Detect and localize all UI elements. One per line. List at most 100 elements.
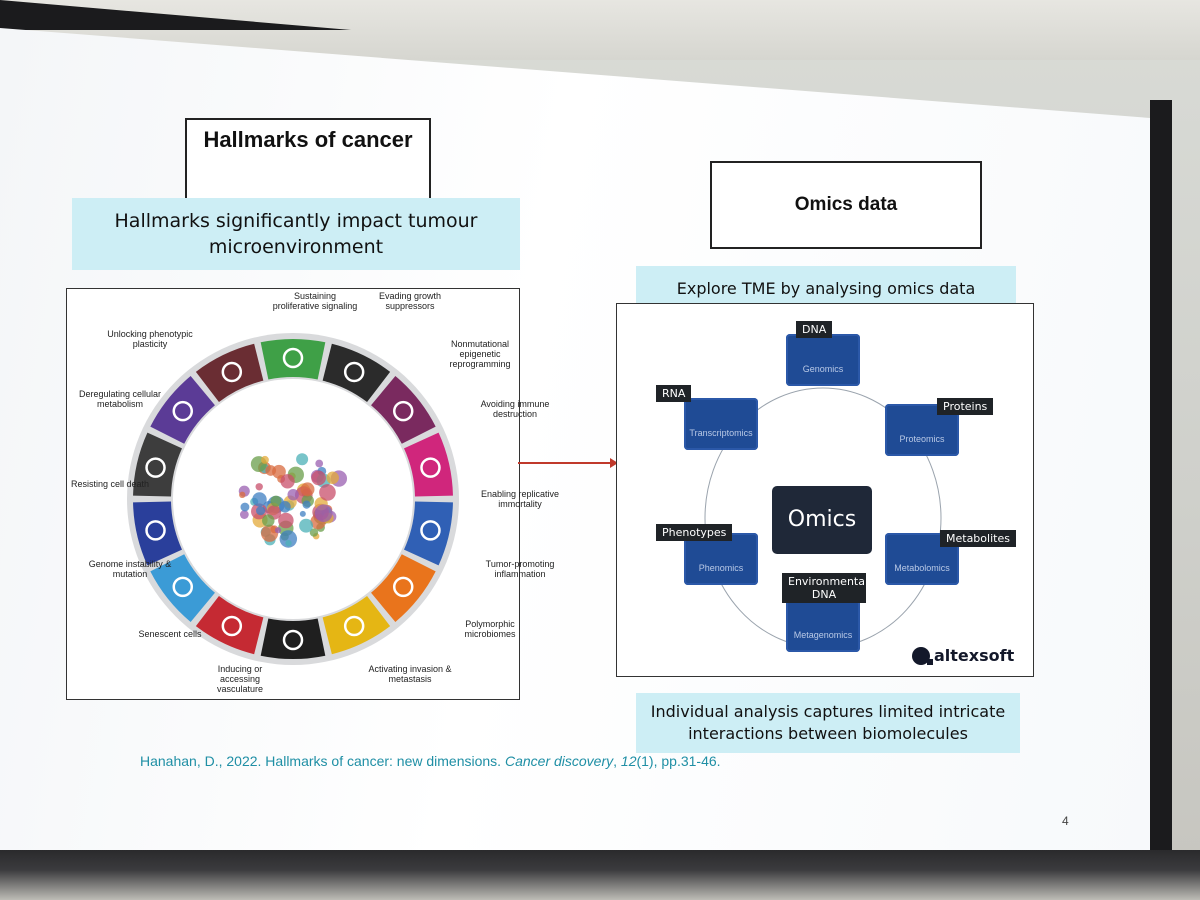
- tumour-cell: [256, 506, 266, 516]
- hallmark-label: Avoiding immune destruction: [480, 399, 550, 419]
- monitor-bezel-right: [1150, 100, 1172, 860]
- hallmarks-wheel: →→→→→→→→→→→→→→: [127, 333, 459, 665]
- node-metabolomics-label: Metabolomics: [894, 563, 950, 573]
- node-metagenomics-label: Metagenomics: [793, 630, 853, 640]
- tag-proteins: Proteins: [937, 398, 994, 415]
- tumour-cell: [239, 491, 246, 499]
- hallmark-icon: [221, 615, 243, 637]
- tumour-cell: [239, 510, 249, 519]
- node-proteomics-label: Proteomics: [899, 434, 945, 444]
- citation: Hanahan, D., 2022. Hallmarks of cancer: …: [140, 753, 721, 769]
- wheel-segment: [404, 432, 453, 497]
- hallmark-label: Enabling replicative immortality: [480, 489, 560, 509]
- hallmark-label: Inducing or accessing vasculature: [216, 664, 264, 694]
- hallmark-icon: [343, 615, 365, 637]
- slide: Hallmarks of cancer Hallmarks significan…: [0, 28, 1150, 850]
- hallmark-icon: [392, 400, 414, 422]
- tumour-cell: [285, 539, 292, 547]
- altexsoft-logo-icon: [912, 646, 933, 665]
- tag-environmental-dna: Environmental DNA: [782, 573, 868, 603]
- omics-title: Omics data: [794, 194, 898, 215]
- tumour-cell: [302, 500, 311, 509]
- hallmark-label: Nonmutational epigenetic reprogramming: [449, 339, 511, 369]
- hallmark-icon: [420, 520, 441, 541]
- wheel-segment: [371, 554, 436, 622]
- hallmark-label: Polymorphic microbiomes: [464, 619, 516, 639]
- hallmarks-subtitle: Hallmarks significantly impact tumour mi…: [72, 198, 520, 270]
- tumour-cell: [255, 483, 263, 491]
- tumour-cell: [240, 502, 250, 512]
- hallmark-label: Resisting cell death: [70, 479, 150, 489]
- monitor-bezel-top: [0, 0, 1170, 30]
- hallmarks-title: Hallmarks of cancer: [203, 127, 413, 152]
- connector-arrow: [518, 458, 618, 468]
- node-genomics-label: Genomics: [802, 364, 844, 374]
- wheel-segment: [260, 339, 326, 380]
- tumour-cell: [270, 495, 282, 507]
- wheel-segment: [322, 343, 391, 403]
- hallmark-label: Activating invasion & metastasis: [368, 664, 452, 684]
- tumour-cell: [280, 474, 295, 489]
- hallmark-label: Genome instability & mutation: [88, 559, 172, 579]
- wheel-segment: [322, 595, 391, 655]
- hallmark-icon: [145, 520, 166, 541]
- tumour-cell: [265, 465, 277, 476]
- wheel-segment: [195, 343, 264, 403]
- hallmark-icon: [221, 361, 243, 383]
- wheel-segment: [195, 595, 264, 655]
- wheel-segment: [133, 432, 182, 497]
- wheel-segment: [150, 554, 215, 622]
- omics-core: Omics: [772, 486, 872, 554]
- hallmark-icon: [392, 576, 414, 598]
- tumour-cell: [315, 459, 324, 468]
- tumour-cell: [261, 455, 269, 464]
- node-metagenomics: Metagenomics: [786, 600, 860, 652]
- tumour-cell: [252, 492, 267, 507]
- tag-rna: RNA: [656, 385, 692, 402]
- tumour-cell: [314, 504, 333, 523]
- page-number: 4: [1062, 814, 1069, 828]
- hallmark-label: Unlocking phenotypic plasticity: [107, 329, 193, 349]
- node-phenomics-label: Phenomics: [698, 563, 744, 573]
- tumour-cell: [274, 527, 282, 534]
- wheel-segment: [133, 501, 182, 566]
- tumour-cell: [296, 453, 309, 466]
- hallmark-label: Deregulating cellular metabolism: [78, 389, 162, 409]
- hallmark-icon: [343, 361, 365, 383]
- desk-shadow: [0, 850, 1200, 900]
- citation-rest: (1), pp.31-46.: [636, 753, 721, 769]
- tag-phenotypes: Phenotypes: [656, 524, 733, 541]
- hallmark-label: Tumor-promoting inflammation: [485, 559, 555, 579]
- omics-bottom-note: Individual analysis captures limited int…: [636, 693, 1020, 753]
- tag-dna: DNA: [796, 321, 833, 338]
- wheel-segment: [404, 501, 453, 566]
- tumour-cell: [311, 470, 326, 486]
- citation-journal: Cancer discovery: [504, 753, 614, 769]
- tag-metabolites: Metabolites: [940, 530, 1016, 547]
- wheel-segment: [371, 376, 436, 444]
- node-transcriptomics: Transcriptomics: [684, 398, 758, 450]
- tumour-cell: [262, 514, 275, 527]
- node-phenomics: Phenomics: [684, 533, 758, 585]
- tumour-cell: [309, 528, 319, 537]
- tumour-cell: [279, 501, 291, 513]
- hallmark-icon: [172, 400, 194, 422]
- hallmarks-title-box: Hallmarks of cancer: [185, 118, 431, 208]
- hallmark-icon: [282, 347, 304, 369]
- hallmark-icon: [172, 576, 194, 598]
- wheel-segment: [150, 376, 215, 444]
- node-transcriptomics-label: Transcriptomics: [689, 428, 753, 438]
- wheel-segment: [260, 618, 326, 659]
- tumour-cell: [326, 471, 339, 485]
- tumour-cell: [299, 518, 314, 533]
- hallmark-icon: [145, 457, 166, 478]
- omics-title-box: Omics data: [710, 161, 982, 249]
- altexsoft-logo-text: altexsoft: [934, 646, 1015, 665]
- hallmark-label: Sustaining proliferative signaling: [272, 291, 358, 311]
- citation-plain: Hanahan, D., 2022. Hallmarks of cancer: …: [140, 753, 505, 769]
- tumour-cell: [299, 510, 306, 517]
- hallmark-icon: [282, 629, 304, 651]
- tumour-cell: [287, 488, 299, 501]
- hallmark-label: Evading growth suppressors: [378, 291, 442, 311]
